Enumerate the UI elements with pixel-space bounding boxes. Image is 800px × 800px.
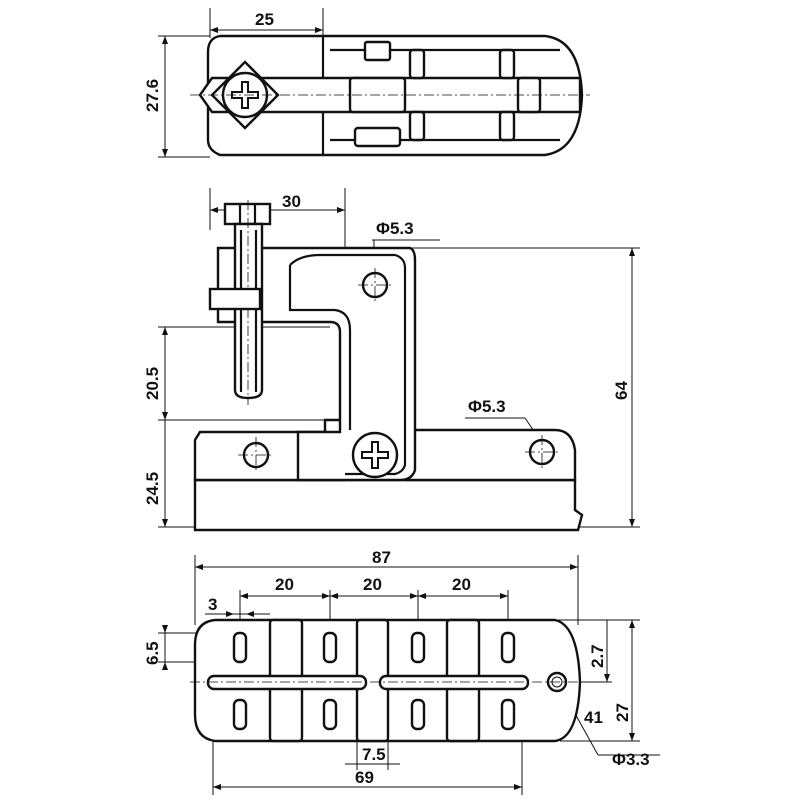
front-dim-base: 24.5 (143, 472, 162, 505)
front-dim-width: 30 (282, 192, 301, 211)
front-dim-hole-top: Φ5.3 (376, 219, 414, 238)
front-bolt-shaft (233, 222, 264, 400)
bottom-dim-41: 41 (584, 708, 603, 727)
bottom-dim-69: 69 (355, 768, 374, 787)
bottom-dim-slot-height: 6.5 (143, 641, 162, 665)
front-c-body (216, 246, 417, 482)
front-bolt-head (223, 202, 272, 226)
front-base (193, 478, 584, 532)
bottom-dim-pitch-1: 20 (275, 575, 294, 594)
bottom-dim-center: 7.5 (362, 745, 386, 764)
bottom-dim-length: 87 (372, 548, 391, 567)
bottom-dim-hole: Φ3.3 (612, 750, 650, 769)
front-view: 30 Φ5.3 64 Φ5.3 20.5 24.5 (143, 188, 640, 532)
top-dim-height: 27.6 (143, 79, 162, 112)
bottom-dim-pitch-3: 20 (452, 575, 471, 594)
top-dim-width: 25 (255, 10, 274, 29)
bottom-dim-offset: 2.7 (588, 644, 607, 668)
front-right-flange (403, 428, 577, 482)
bottom-view: 87 20 20 20 3 6.5 2.7 (143, 548, 660, 795)
top-view: 25 27.6 (143, 8, 590, 158)
bottom-dim-width: 27 (613, 703, 632, 722)
bottom-dim-pitch-2: 20 (363, 575, 382, 594)
front-nut (208, 287, 262, 311)
phillips-cross-icon-front (361, 441, 389, 469)
front-dim-total-height: 64 (612, 381, 631, 400)
bottom-dim-slot-width: 3 (208, 595, 217, 614)
front-dim-hole-right: Φ5.3 (468, 397, 506, 416)
front-dim-jaw: 20.5 (143, 367, 162, 400)
